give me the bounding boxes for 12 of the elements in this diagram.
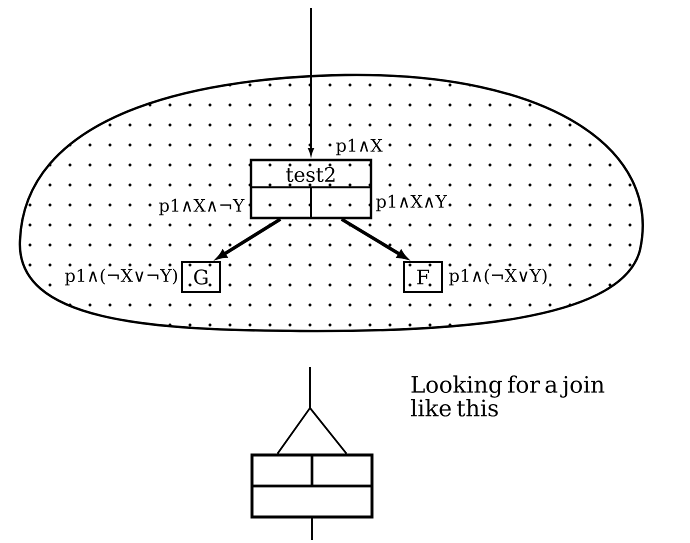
edge-label: p1∧X	[334, 137, 384, 157]
node-caption: p1∧(¬X∨Y)	[447, 267, 550, 287]
join-box	[250, 454, 374, 518]
note-text: Looking for a join like this	[410, 375, 604, 417]
split-box: test2	[250, 158, 372, 220]
edge-label: p1∧X∧¬Y	[157, 197, 246, 217]
node-caption: p1∧(¬X∨¬Y)	[63, 267, 180, 287]
arrow	[276, 366, 348, 454]
state-box: F	[403, 261, 443, 293]
arrow	[308, 8, 314, 156]
state-box: G	[181, 261, 221, 293]
edge-label: p1∧X∧Y	[374, 193, 448, 213]
